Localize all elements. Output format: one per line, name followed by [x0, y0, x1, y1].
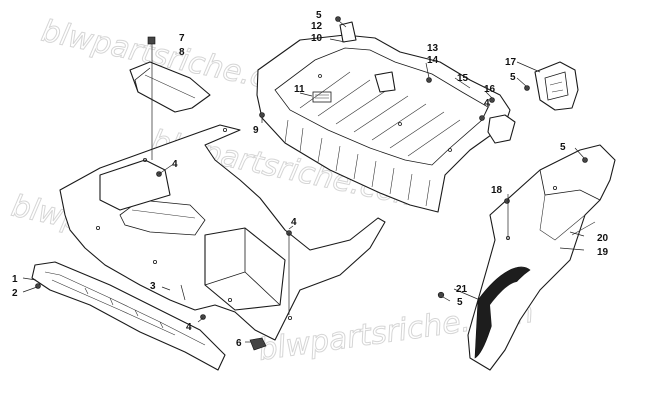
callout-2: 2	[12, 288, 18, 299]
screw-icon	[200, 314, 206, 320]
nut-icon	[479, 115, 485, 121]
callout-17: 17	[505, 57, 517, 68]
cargo-box	[256, 21, 516, 213]
screw-icon	[504, 198, 510, 204]
callout-11: 11	[294, 84, 305, 95]
callout-15: 15	[457, 73, 469, 84]
callout-12: 12	[311, 21, 323, 32]
nut-icon	[524, 85, 530, 91]
callout-18: 18	[491, 185, 503, 196]
screw-icon	[335, 16, 341, 22]
nut-icon	[437, 291, 445, 299]
callout-5-cargo-top: 5	[316, 10, 322, 21]
callout-4-cargo: 4	[484, 98, 490, 109]
callout-4-floor-right: 4	[291, 217, 297, 228]
callout-21: 21	[456, 284, 468, 295]
floor-panel	[59, 124, 386, 341]
taillight	[534, 61, 579, 111]
clip-icon	[259, 112, 265, 118]
callouts: 1 2 3 4 4 4 4 5 5 5 5 6 7 8 9 10 11 12 1…	[12, 10, 609, 349]
callout-9: 9	[253, 125, 259, 136]
callout-3: 3	[150, 281, 156, 292]
callout-4-floor-top: 4	[172, 159, 178, 170]
callout-16: 16	[484, 84, 496, 95]
callout-19: 19	[597, 247, 609, 258]
running-board	[31, 261, 226, 371]
callout-5-taillight: 5	[510, 72, 516, 83]
callout-5-side-top: 5	[560, 142, 566, 153]
callout-20: 20	[597, 233, 609, 244]
callout-10: 10	[311, 33, 323, 44]
screw-icon	[147, 36, 156, 45]
callout-8: 8	[179, 47, 185, 58]
callout-1: 1	[12, 274, 18, 285]
nut-icon	[582, 157, 588, 163]
storage-lid	[129, 61, 211, 113]
callout-7: 7	[179, 33, 185, 44]
bracket-icon	[249, 337, 267, 351]
callout-14: 14	[427, 55, 439, 66]
decal-plate	[312, 91, 332, 103]
callout-5-side-bottom: 5	[457, 297, 463, 308]
callout-13: 13	[427, 43, 439, 54]
side-panel	[467, 144, 616, 371]
screw-icon	[489, 97, 495, 103]
screw-icon	[426, 77, 432, 83]
leader-lines	[22, 20, 585, 343]
clip-icon	[35, 283, 41, 289]
callout-4-floor-bottom: 4	[186, 322, 192, 333]
callout-6: 6	[236, 338, 242, 349]
